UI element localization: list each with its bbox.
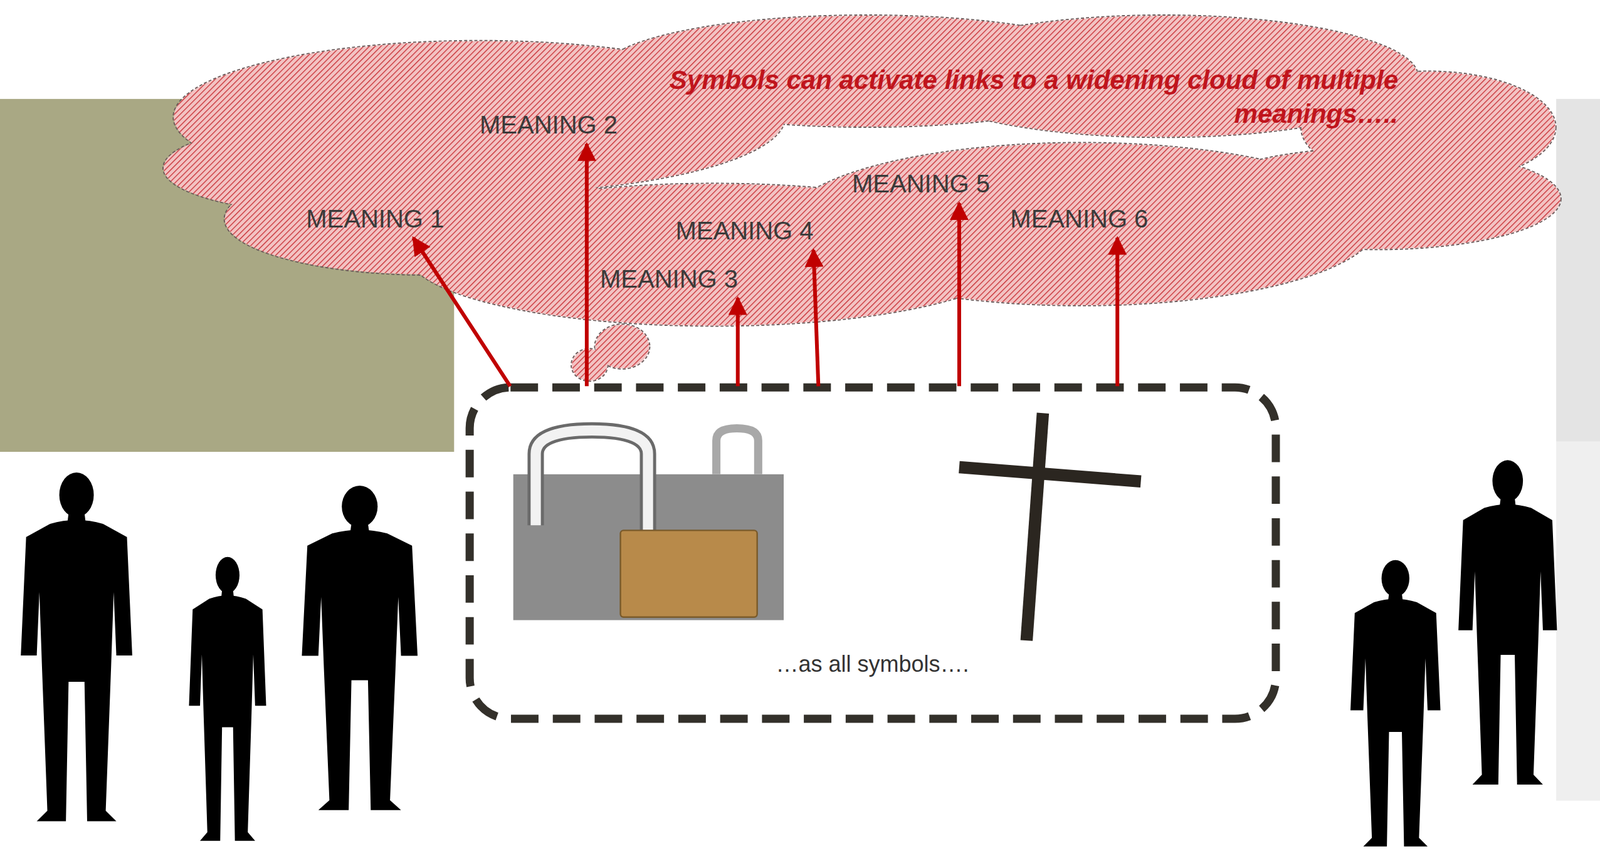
person-silhouette xyxy=(1458,460,1557,785)
arrow-connector xyxy=(813,250,819,387)
arrow-connector xyxy=(957,203,962,387)
meaning-node: MEANING 2 xyxy=(479,110,618,140)
arrow-connector xyxy=(413,238,511,387)
padlock-shackle xyxy=(535,430,648,533)
cloud-node: Symbols can activate links to a widening… xyxy=(163,15,1562,393)
person-silhouette xyxy=(20,472,133,822)
illustration-group xyxy=(0,99,1600,848)
arrow-connector xyxy=(1115,238,1120,387)
cross-symbol xyxy=(1026,413,1043,641)
padlock-shackle xyxy=(535,430,648,533)
meaning-node: MEANING 1 xyxy=(305,204,444,234)
gray-panel xyxy=(1556,99,1600,443)
cloud-outline xyxy=(224,163,633,276)
meaning-node: MEANING 6 xyxy=(1010,204,1148,234)
box-caption: …as all symbols…. xyxy=(464,650,1281,678)
symbol-box: …as all symbols…. xyxy=(464,382,1281,725)
meaning-label: MEANING 3 xyxy=(600,264,738,294)
meaning-node: MEANING 5 xyxy=(852,169,990,199)
gray-panel xyxy=(1556,442,1600,802)
padlock-body xyxy=(620,530,758,617)
person-silhouette xyxy=(301,485,418,811)
meaning-label: MEANING 2 xyxy=(479,110,618,140)
arrow-connector xyxy=(584,144,589,387)
cross-symbol xyxy=(959,467,1142,482)
cloud-lobe xyxy=(225,163,632,275)
arrow-connector xyxy=(736,298,740,387)
meaning-label: MEANING 5 xyxy=(852,169,990,199)
padlock-shackle-small xyxy=(716,428,759,475)
person-silhouette xyxy=(1350,560,1441,848)
cloud-lobe xyxy=(571,349,608,382)
cloud-title: Symbols can activate links to a widening… xyxy=(658,63,1399,132)
meaning-label: MEANING 6 xyxy=(1010,204,1148,234)
meaning-label: MEANING 4 xyxy=(675,216,814,246)
person-silhouette xyxy=(188,557,266,842)
meaning-node: MEANING 3 xyxy=(600,264,738,294)
meaning-label: MEANING 1 xyxy=(305,204,444,234)
meaning-node: MEANING 4 xyxy=(675,216,814,246)
